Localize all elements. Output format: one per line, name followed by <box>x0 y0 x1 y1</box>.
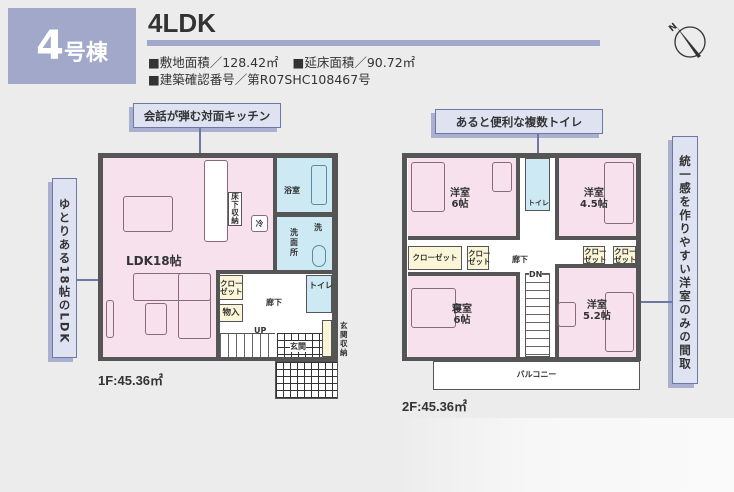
toilets-callout: あると便利な複数トイレ <box>435 109 603 134</box>
storage-1f: 物入 <box>219 304 243 322</box>
fridge: 冷 <box>251 215 268 232</box>
label-hallway-2f: 廊下 <box>512 255 528 264</box>
room-western-45 <box>555 158 636 240</box>
label-washroom: 洗面所 <box>290 228 298 257</box>
closet-b: クロー ゼット <box>583 246 607 264</box>
western-rooms-callout: 統一感を作りやすい洋室のみの間取 <box>672 136 698 384</box>
site-area: ■敷地面積／128.42㎡ <box>148 55 279 70</box>
desk <box>492 162 512 192</box>
closet-c: クロー ゼット <box>613 246 637 264</box>
tv-board <box>106 300 114 338</box>
dining-table <box>123 196 173 232</box>
building-badge: 4 号棟 <box>8 8 136 84</box>
label-western-45: 洋室 4.5帖 <box>580 188 608 210</box>
label-underfloor-storage: 床下収納 <box>228 192 242 226</box>
label-toilet-1f: トイレ <box>309 281 333 290</box>
label-washer: 洗 <box>314 223 322 232</box>
label-ldk: LDK18帖 <box>126 254 182 268</box>
coffee-table <box>145 303 167 335</box>
floor-area: ■延床面積／90.72㎡ <box>292 55 416 70</box>
room-bath <box>277 158 332 212</box>
entrance-storage <box>322 320 332 357</box>
layout-type: 4LDK <box>148 8 216 38</box>
bed <box>411 288 456 328</box>
room-toilet-1f <box>306 275 332 313</box>
room-western-6 <box>408 158 520 240</box>
confirmation-number: ■建築確認番号／第R07SHC108467号 <box>148 72 371 87</box>
compass-icon: N <box>667 18 708 66</box>
closet-wide: クローゼット <box>408 246 462 270</box>
label-hallway-1f: 廊下 <box>266 298 282 307</box>
kitchen-callout: 会話が弾む対面キッチン <box>133 103 281 128</box>
bathtub <box>311 165 327 205</box>
washbasin <box>312 245 326 267</box>
ldk-callout: ゆとりある18帖のLDK <box>52 178 77 358</box>
bed <box>411 162 445 212</box>
background-panel <box>395 418 734 492</box>
balcony: バルコニー <box>433 361 640 390</box>
label-bath: 浴室 <box>284 186 300 195</box>
title-underline <box>147 40 600 46</box>
kitchen-counter <box>204 160 228 242</box>
room-toilet-2f <box>525 158 550 211</box>
label-western-6: 洋室 6帖 <box>450 188 470 210</box>
label-down: DN <box>529 270 543 279</box>
room-ldk <box>103 158 216 357</box>
callout-line <box>620 301 672 303</box>
area-info: ■敷地面積／128.42㎡ ■延床面積／90.72㎡ <box>148 52 415 71</box>
floor1-area: 1F:45.36㎡ <box>98 373 164 388</box>
floor2-area: 2F:45.36㎡ <box>402 399 468 414</box>
sofa-l <box>178 273 211 339</box>
desk <box>558 302 576 327</box>
label-toilet-2f: トイレ <box>528 199 549 207</box>
porch <box>275 361 338 399</box>
stairs-2f <box>525 273 550 357</box>
closet-a: クロー ゼット <box>467 246 491 270</box>
bed <box>604 162 634 224</box>
label-entrance-storage: 玄関収納 <box>340 321 348 357</box>
closet-1f: クロー ゼット <box>219 275 243 300</box>
room-bedroom <box>408 272 520 357</box>
label-western-52: 洋室 5.2帖 <box>583 300 611 322</box>
building-number: 4 <box>36 23 64 69</box>
label-up: UP <box>254 326 267 335</box>
label-bedroom: 寝室 6帖 <box>452 304 472 326</box>
stairs-1f <box>220 333 275 357</box>
room-western-52 <box>555 264 636 357</box>
bed <box>605 292 634 352</box>
label-entrance: 玄関 <box>290 341 306 352</box>
building-suffix: 号棟 <box>63 41 108 66</box>
